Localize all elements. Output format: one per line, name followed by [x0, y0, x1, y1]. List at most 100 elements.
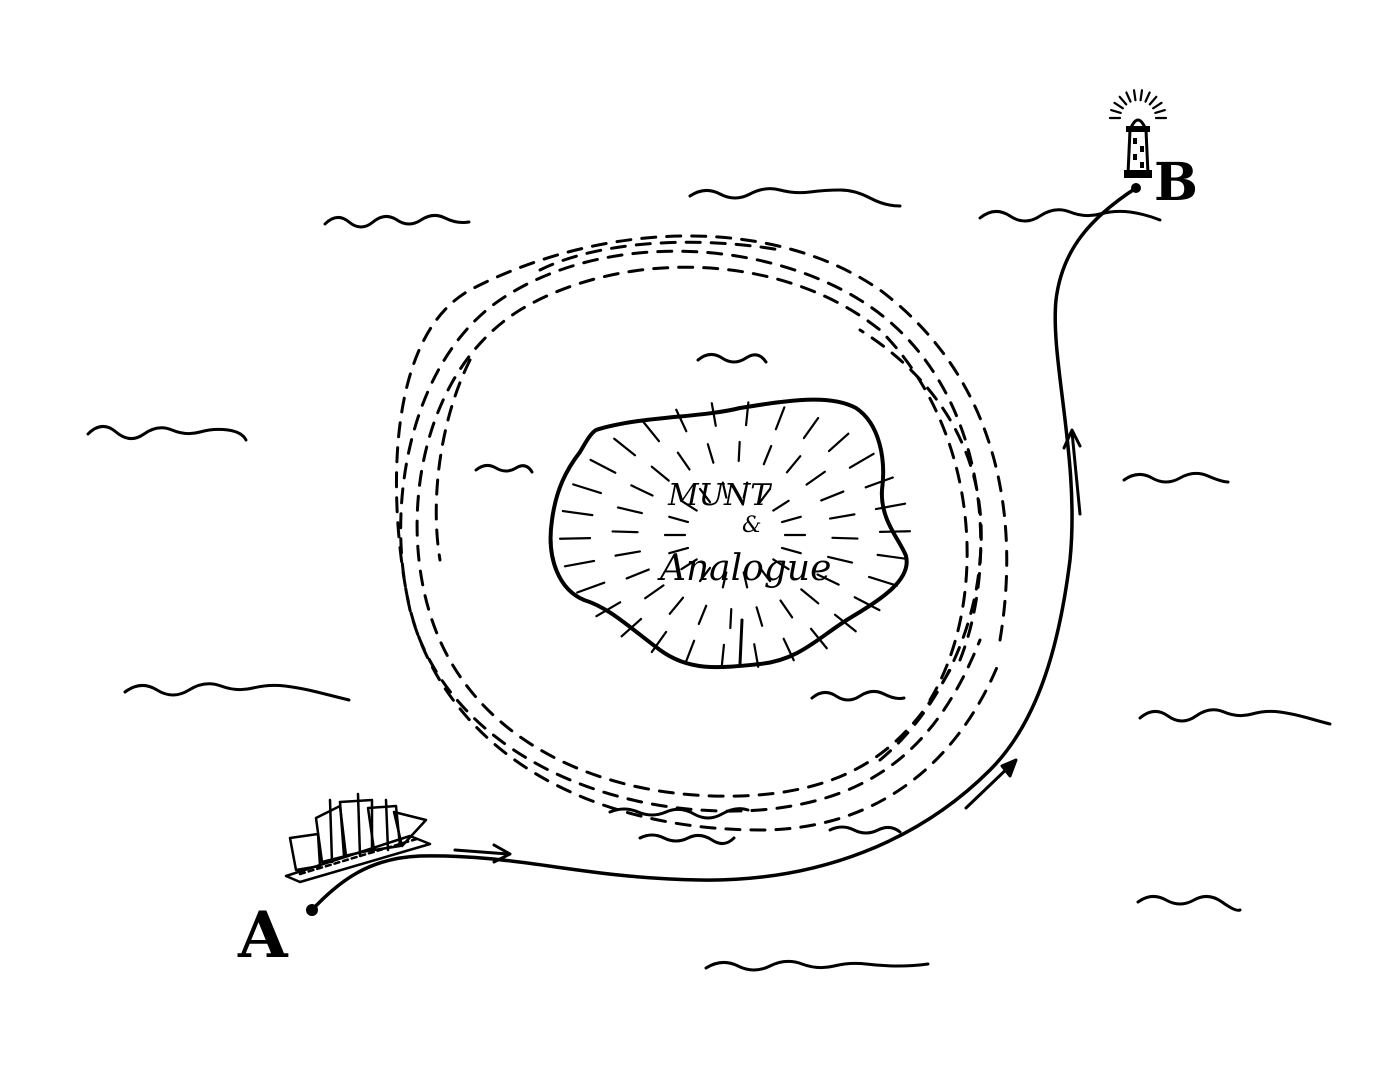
arrow-icon	[1062, 428, 1082, 516]
point-a-label: A	[237, 898, 289, 973]
whirlpool-ring	[434, 358, 472, 562]
island-ray	[742, 571, 749, 589]
island-ray	[613, 437, 637, 457]
island-ray	[755, 606, 764, 627]
island-ray	[710, 402, 717, 427]
wave-icon	[86, 425, 248, 442]
island-ray	[676, 451, 691, 471]
island-ray	[668, 515, 690, 524]
island-ray	[675, 408, 688, 433]
island-ray	[772, 558, 790, 571]
island-ray	[785, 455, 802, 474]
wave-icon	[810, 689, 906, 702]
island-ray	[816, 573, 840, 586]
wave-icon	[696, 353, 768, 364]
whirlpool-ring	[538, 240, 782, 272]
arrow-icon	[453, 843, 512, 864]
island-ray	[744, 401, 750, 427]
island-ray	[589, 458, 617, 474]
island-ray	[742, 481, 749, 499]
island-ray	[706, 443, 715, 464]
island-ray	[611, 530, 639, 534]
island-ray	[753, 643, 760, 668]
whirlpool-ring	[399, 249, 983, 813]
island-ray	[833, 613, 857, 633]
wave-icon	[323, 213, 471, 229]
lighthouse-ray	[1113, 101, 1124, 110]
island-ray	[737, 440, 741, 463]
island-ray	[828, 513, 856, 520]
island-ray	[642, 420, 661, 443]
island-ray	[561, 509, 594, 517]
point-b-label: B	[1154, 152, 1198, 213]
whirlpool-ring	[395, 234, 1009, 832]
island-ray	[680, 558, 698, 571]
island-ray	[614, 550, 642, 557]
island-ray	[779, 599, 794, 619]
wave-icon	[474, 463, 534, 474]
island-ray	[780, 546, 802, 555]
lighthouse-ray	[1152, 101, 1163, 110]
island-ray	[721, 481, 728, 499]
island-ray	[720, 643, 726, 669]
island-ray	[762, 444, 773, 466]
lighthouse-ray	[1154, 109, 1166, 115]
island-ray	[698, 566, 712, 583]
lighthouse-ray	[1110, 109, 1122, 115]
island-ray	[874, 502, 907, 511]
island-outline	[548, 397, 909, 670]
island-ray	[867, 575, 898, 587]
island-ray	[680, 499, 698, 512]
island-ray	[800, 588, 820, 605]
island-ray	[668, 546, 690, 555]
island-ray	[831, 536, 859, 540]
whirlpool-rings	[395, 234, 1009, 832]
island-ray	[774, 406, 786, 431]
island-radiating-lines	[558, 401, 912, 669]
island-ray	[650, 630, 668, 654]
island-label-line2: &	[742, 513, 762, 538]
island-crack	[738, 618, 744, 666]
island-ray	[625, 568, 650, 580]
island-ray	[697, 604, 708, 626]
island-label-line3: Analogue	[657, 548, 831, 589]
island-ray	[827, 555, 854, 564]
island-ray	[630, 484, 654, 497]
route-path	[310, 186, 1138, 912]
route-end-dot	[1131, 183, 1141, 193]
island-ray	[644, 584, 665, 600]
lighthouse-icon	[1108, 89, 1168, 178]
island-ray	[878, 530, 912, 533]
island-ray	[802, 416, 820, 440]
island-ray	[684, 639, 696, 664]
route-start-dot	[306, 904, 318, 916]
arrow-icon	[964, 758, 1018, 810]
island-ray	[650, 465, 670, 482]
island-ray	[780, 515, 802, 524]
island-ray	[721, 571, 728, 589]
island-ray	[729, 607, 733, 630]
island-ray	[782, 637, 795, 662]
ship-icon	[284, 792, 432, 884]
wave-icon	[1122, 471, 1230, 484]
island-ray	[827, 432, 850, 453]
lighthouse-ray	[1132, 89, 1137, 102]
island-ray	[876, 553, 909, 561]
island-ray	[576, 581, 606, 594]
route	[306, 183, 1141, 916]
wave-icon	[688, 187, 902, 208]
lighthouse-ray	[1118, 95, 1128, 106]
island-ray	[620, 617, 643, 638]
island-ray	[864, 476, 894, 489]
island-ray	[595, 601, 622, 618]
island-ray	[848, 452, 875, 469]
lighthouse-ray	[1139, 89, 1144, 102]
lighthouse-ray	[1148, 95, 1158, 106]
wave-icon	[123, 682, 351, 702]
island-ray	[758, 487, 772, 504]
island-ray	[698, 487, 712, 504]
wave-icon	[978, 208, 1162, 223]
island-ray	[809, 627, 828, 650]
wave-icon	[1136, 895, 1242, 912]
